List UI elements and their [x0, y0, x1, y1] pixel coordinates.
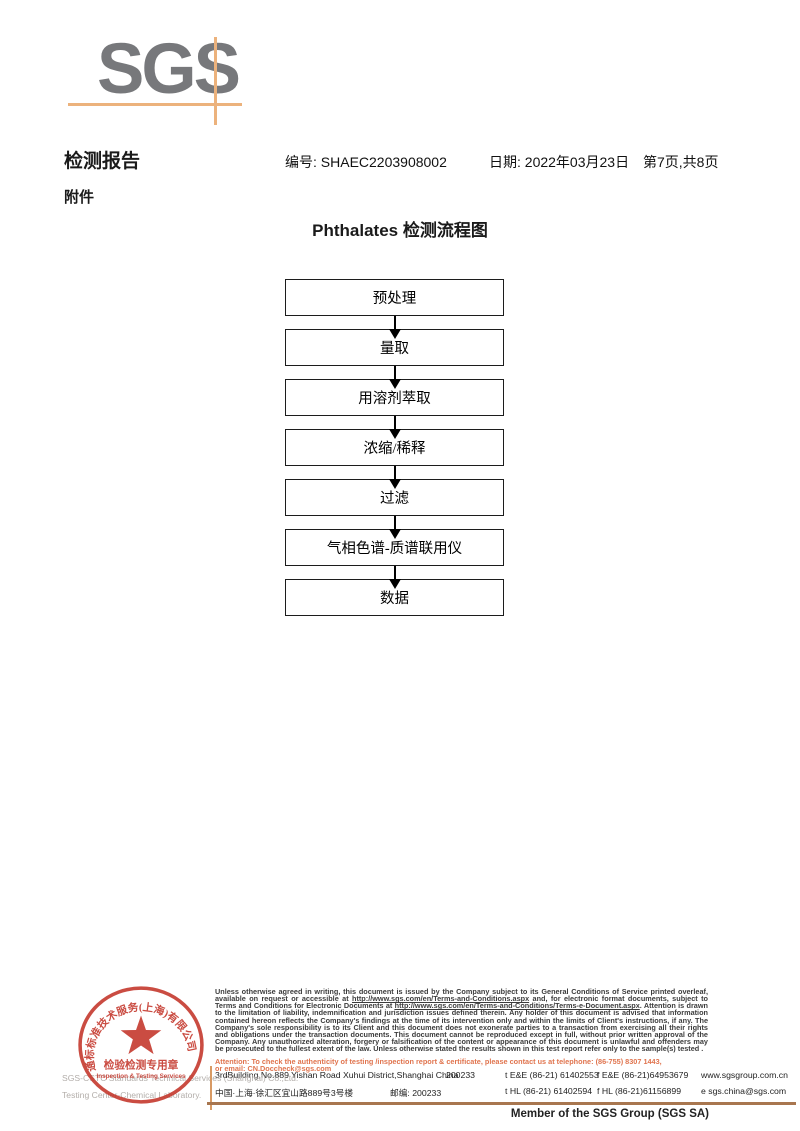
report-title: 检测报告	[64, 151, 141, 172]
stamp-center-line1: 检验检测专用章	[104, 1058, 179, 1071]
sgs-group-member-label: Member of the SGS Group (SGS SA)	[510, 1108, 709, 1120]
arrow-down-icon	[388, 466, 401, 489]
company-stamp-seal: 通标标准技术服务(上海)有限公司 检验检测专用章 Inspection & Te…	[78, 986, 204, 1104]
page-indicator: 第7页,共8页	[643, 154, 719, 170]
fax-hl: f HL (86-21)61156899	[597, 1086, 682, 1096]
attention-notice: Attention: To check the authenticity of …	[215, 1058, 715, 1073]
terms-url-link[interactable]: http://www.sgs.com/en/Terms-and-Conditio…	[351, 994, 530, 1004]
stamp-ring	[78, 986, 204, 1104]
arrow-down-icon	[388, 416, 401, 439]
flowchart: 预处理 量取 用溶剂萃取 浓缩/稀释 过滤 气相色谱-质谱联用仪 数据	[285, 279, 504, 616]
attachment-label: 附件	[64, 189, 95, 206]
arrow-down-icon	[388, 316, 401, 339]
postcode-en: 200233	[446, 1070, 475, 1080]
disclaimer-text-3: . Attention is drawn to the limitation o…	[215, 1001, 708, 1054]
disclaimer-text-2: and, for electronic format documents, su…	[215, 994, 708, 1011]
address-en: 3rdBuilding,No.889 Yishan Road Xuhui Dis…	[215, 1070, 459, 1080]
arrow-down-icon	[388, 516, 401, 539]
attention-line-1: Attention: To check the authenticity of …	[215, 1057, 662, 1066]
arrow-down-icon	[388, 566, 401, 589]
lab-name-gray: Testing Center-Chemical Laboratory.	[62, 1090, 202, 1100]
fax-ee: f E&E (86-21)64953679	[597, 1070, 689, 1080]
logo-horizontal-line	[68, 103, 242, 106]
phone-hl: t HL (86-21) 61402594	[505, 1086, 593, 1096]
report-date: 日期: 2022年03月23日	[489, 154, 630, 170]
stamp-star-icon	[120, 1015, 162, 1055]
address-cn: 中国·上海·徐汇区宜山路889号3号楼	[215, 1088, 354, 1098]
footer-rule	[207, 1102, 796, 1105]
attention-line-2: or email: CN.Doccheck@sgs.com	[215, 1064, 332, 1074]
postcode-cn: 邮编: 200233	[390, 1088, 442, 1098]
email-link[interactable]: e sgs.china@sgs.com	[701, 1086, 787, 1096]
company-name-gray: SGS-CSTC Standards Technical Services (S…	[62, 1073, 299, 1083]
flow-step-pretreatment: 预处理	[285, 279, 504, 316]
disclaimer-text-1: Unless otherwise agreed in writing, this…	[215, 987, 708, 1004]
flowchart-title: Phthalates 检测流程图	[312, 221, 488, 240]
phone-ee: t E&E (86-21) 61402553	[505, 1070, 599, 1080]
logo-vertical-line	[214, 37, 217, 125]
report-number: 编号: SHAEC2203908002	[285, 154, 447, 170]
arrow-down-icon	[388, 366, 401, 389]
stamp-center-line2: Inspection & Testing Services	[97, 1073, 186, 1080]
footer-vertical-tick	[210, 1066, 212, 1110]
terms-e-document-url-link[interactable]: http://www.sgs.com/en/Terms-and-Conditio…	[394, 1001, 640, 1011]
website-link[interactable]: www.sgsgroup.com.cn	[701, 1070, 788, 1080]
legal-disclaimer: Unless otherwise agreed in writing, this…	[215, 987, 708, 1054]
